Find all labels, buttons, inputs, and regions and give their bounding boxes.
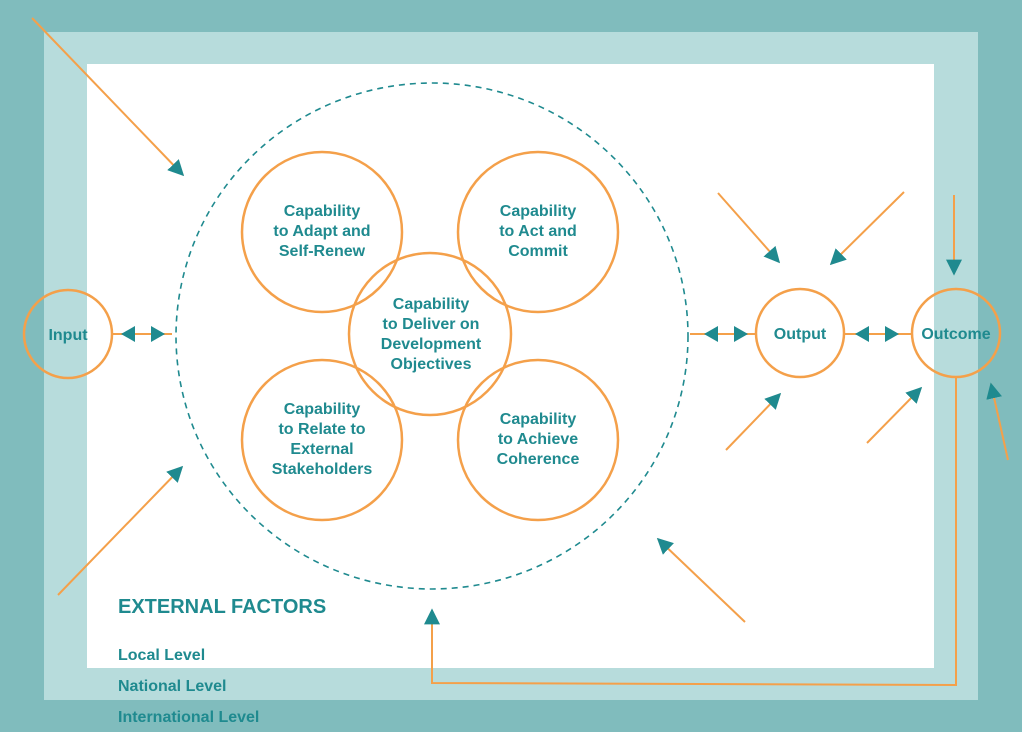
arrowhead [121, 326, 135, 342]
capability-act-circle [456, 150, 620, 314]
arrowhead [151, 326, 165, 342]
influence-arrow [31, 17, 185, 177]
label-line: to Adapt and [273, 223, 370, 240]
label-line: to Achieve [498, 431, 578, 448]
label-line: Self-Renew [279, 243, 366, 260]
international-level-label: International Level [118, 709, 259, 726]
output-node [754, 287, 846, 379]
label-line: to Relate to [278, 421, 365, 438]
influence-arrow [829, 191, 905, 266]
label-line: Development [381, 336, 482, 353]
label-line: Capability [284, 401, 361, 418]
arrowhead [855, 326, 869, 342]
capability-coherence-circle [456, 358, 620, 522]
national-level-label: National Level [118, 678, 226, 695]
label-line: Objectives [391, 356, 472, 373]
influence-arrows [31, 17, 1009, 687]
system-boundary [175, 82, 689, 590]
influence-arrow [725, 392, 782, 451]
label-line: Capability [500, 203, 577, 220]
label-line: External [290, 441, 353, 458]
feedback-loop-arrow [424, 377, 957, 687]
external-factors-title: EXTERNAL FACTORS [118, 596, 326, 618]
influence-arrow [866, 386, 923, 444]
label-line: Coherence [497, 451, 580, 468]
label-line: to Act and [499, 223, 577, 240]
capability-circles [240, 150, 620, 522]
label-line: Capability [284, 203, 361, 220]
capability-relate-circle [240, 358, 404, 522]
outcome-label: Outcome [921, 326, 990, 343]
arrowhead [734, 326, 748, 342]
arrowhead [704, 326, 718, 342]
label-line: to Deliver on [383, 316, 480, 333]
label-line: Capability [393, 296, 470, 313]
influence-arrow [57, 465, 184, 596]
influence-arrow [986, 382, 1009, 461]
capability-adapt-circle [240, 150, 404, 314]
label-line: Stakeholders [272, 461, 373, 478]
capability-deliver-circle [347, 251, 513, 417]
input-label: Input [48, 327, 88, 344]
input-node [22, 288, 114, 380]
arrowhead [885, 326, 899, 342]
influence-arrow [656, 537, 746, 623]
output-label: Output [774, 326, 827, 343]
local-level-label: Local Level [118, 647, 205, 664]
influence-arrow [717, 192, 781, 264]
connector-arrowheads [121, 326, 899, 342]
label-line: Commit [508, 243, 568, 260]
label-line: Capability [500, 411, 577, 428]
